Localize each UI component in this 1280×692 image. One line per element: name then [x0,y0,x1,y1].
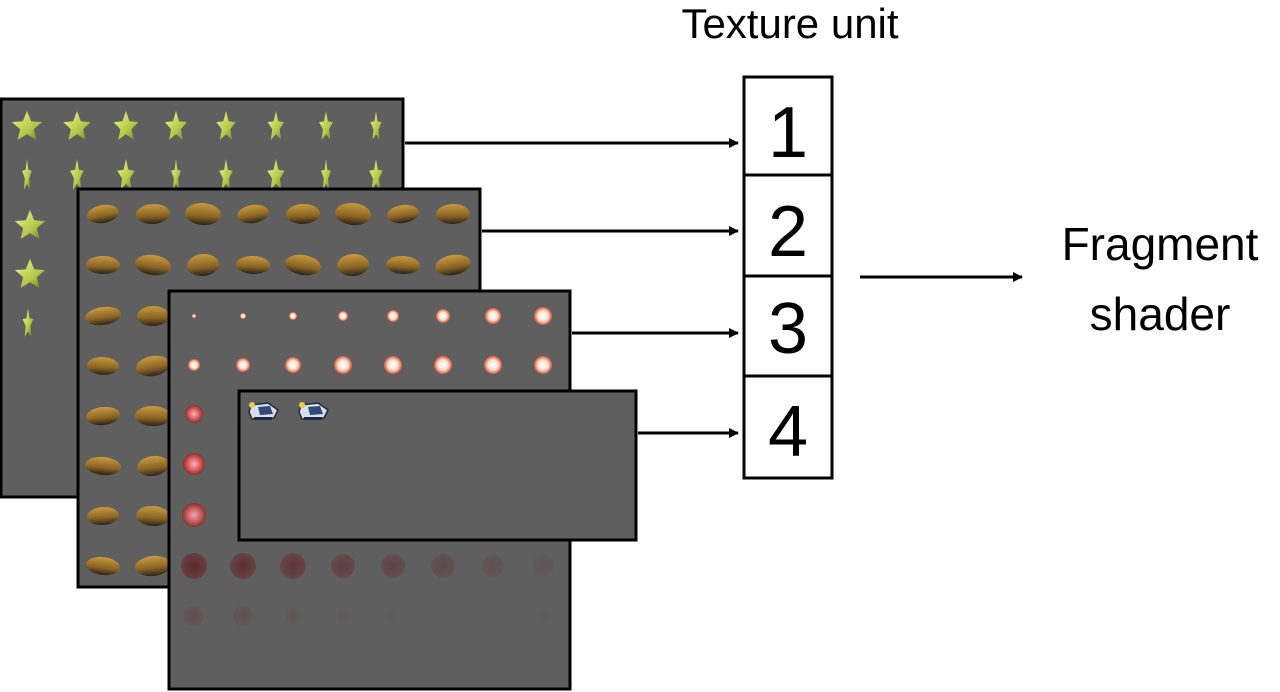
explosion-sprite-icon [337,610,349,622]
explosion-sprite-icon [192,314,196,318]
star-sprite-icon [22,159,32,190]
texture-unit-label-3: 3 [768,289,808,369]
asteroid-sprite-icon [185,202,221,226]
explosion-sprite-icon [532,555,554,577]
explosion-sprite-icon [185,405,203,423]
star-sprite-icon [319,111,333,140]
asteroid-sprite-icon [86,406,120,426]
star-sprite-icon [117,159,135,190]
explosion-sprite-icon [280,553,306,579]
star-sprite-icon [321,159,331,190]
star-sprite-icon [267,111,285,140]
star-sprite-icon [113,111,139,140]
explosion-sprite-icon [183,453,205,475]
star-sprite-icon [369,159,383,190]
explosion-sprite-icon [534,356,552,374]
explosion-sprite-icon [387,610,399,622]
texture-unit-box-4 [742,374,834,480]
asteroid-sprite-icon [86,556,120,576]
explosion-sprite-icon [182,503,206,527]
asteroid-sprite-icon [387,204,419,224]
texture-unit-stack: 1 2 3 4 [742,75,834,480]
explosion-sprite-icon [485,308,501,324]
texture-unit-label-2: 2 [768,192,808,272]
asteroid-sprite-icon [87,506,119,526]
asteroid-sprite-icon [137,305,169,327]
texture-unit-label-4: 4 [768,392,808,472]
texture-unit-box-3 [742,274,834,378]
asteroid-sprite-icon [87,204,119,224]
explosion-sprite-icon [436,309,450,323]
asteroid-sprite-icon [286,203,320,225]
explosion-sprite-icon [534,307,552,325]
explosion-sprite-icon [285,357,301,373]
asteroid-sprite-icon [386,255,420,275]
explosion-sprite-icon [431,554,455,578]
explosion-sprite-icon [381,554,405,578]
explosion-sprite-icon [484,356,502,374]
star-sprite-icon [164,111,188,140]
explosion-sprite-icon [233,606,253,626]
asteroid-sprite-icon [135,254,171,276]
sprite-sheet-ship [237,389,638,542]
explosion-sprite-icon [230,553,256,579]
explosion-sprite-icon [188,359,200,371]
star-sprite-icon [63,111,91,140]
star-sprite-icon [370,111,382,140]
asteroid-sprite-icon [436,203,470,225]
ship-sprite-icon [248,402,279,420]
explosion-sprite-icon [384,356,402,374]
star-sprite-icon [216,111,236,140]
explosion-sprite-icon [331,554,355,578]
explosion-sprite-icon [537,610,549,622]
asteroid-sprite-icon [337,253,369,277]
asteroid-sprite-icon [237,204,269,224]
asteroid-sprite-icon [136,203,170,225]
asteroid-sprite-icon [435,254,471,276]
asteroid-sprite-icon [187,253,219,277]
star-sprite-icon [267,159,285,190]
asteroid-sprite-icon [136,355,170,377]
texture-unit-label-1: 1 [768,93,808,173]
asteroid-sprite-icon [335,202,371,226]
star-sprite-icon [14,210,46,239]
explosion-sprite-icon [240,313,246,319]
explosion-sprite-icon [482,555,504,577]
star-sprite-icon [171,159,181,190]
asteroid-sprite-icon [136,505,170,527]
asteroid-sprite-icon [285,254,321,276]
fragment-shader-label-line2: shader [1090,288,1231,340]
star-sprite-icon [22,308,34,337]
explosion-sprite-icon [181,553,207,579]
asteroid-sprite-icon [87,356,119,376]
asteroid-sprite-icon [135,405,171,427]
explosion-sprite-icon [184,606,204,626]
asteroid-sprite-icon [86,255,120,275]
asteroid-sprite-icon [135,555,171,577]
explosion-sprite-icon [289,312,297,320]
diagram-title: Texture unit [681,0,898,47]
asteroid-sprite-icon [85,456,121,476]
explosion-sprite-icon [334,356,352,374]
explosion-sprite-icon [387,310,399,322]
asteroid-sprite-icon [85,306,121,326]
explosion-sprite-icon [434,356,452,374]
star-sprite-icon [219,159,233,190]
asteroid-sprite-icon [236,255,270,275]
star-sprite-icon [14,259,46,288]
explosion-sprite-icon [285,608,301,624]
explosion-sprite-icon [437,610,449,622]
explosion-sprite-icon [338,311,348,321]
asteroid-sprite-icon [137,455,169,477]
explosion-sprite-icon [487,610,499,622]
star-sprite-icon [70,159,84,190]
fragment-shader-label-line1: Fragment [1062,218,1259,270]
texture-unit-box-2 [742,173,834,278]
explosion-sprite-icon [236,358,250,372]
texture-unit-box-1 [742,75,834,177]
star-sprite-icon [11,111,43,140]
ship-sprite-icon [298,402,329,420]
